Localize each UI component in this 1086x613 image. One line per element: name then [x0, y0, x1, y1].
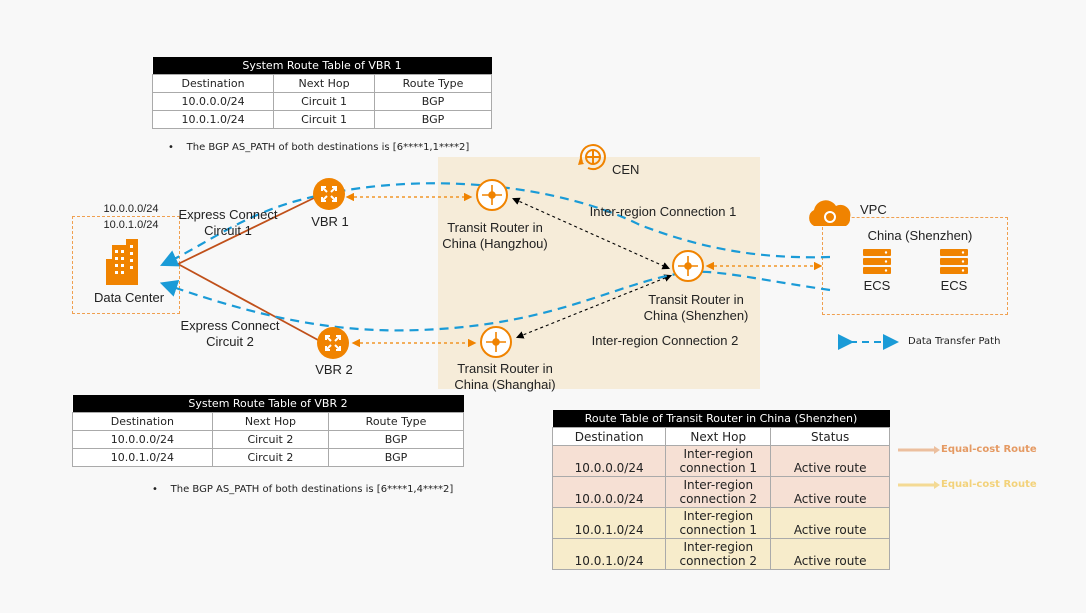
cell: 10.0.0.0/24	[551, 445, 667, 477]
cell: Active route	[770, 445, 890, 477]
cell: BGP	[374, 92, 492, 111]
circuit-2-line	[177, 263, 319, 341]
column-header: Next Hop	[665, 427, 772, 446]
cell: 10.0.0.0/24	[72, 430, 213, 449]
legend-equal-cost-2: Equal-cost Route	[941, 479, 1037, 490]
vbr1-label: VBR 1	[311, 214, 349, 229]
region-label: China (Shenzhen)	[867, 228, 973, 243]
legend-equal-cost-1: Equal-cost Route	[941, 444, 1037, 455]
cell: BGP	[374, 110, 492, 129]
cell: Circuit 1	[273, 110, 376, 129]
tr-shanghai-label-line2: China (Shanghai)	[454, 377, 556, 392]
tr-shanghai-label-line1: Transit Router in	[457, 361, 553, 376]
ecs-icon	[940, 249, 968, 275]
table-caption: System Route Table of VBR 1	[152, 57, 492, 75]
dc-ip-2: 10.0.1.0/24	[103, 219, 159, 231]
tr-shenzhen-label-line2: China (Shenzhen)	[643, 308, 749, 323]
column-header: Destination	[72, 412, 213, 431]
legend-data-path: Data Transfer Path	[908, 336, 1001, 347]
cell: Active route	[770, 538, 890, 570]
vbr2-icon	[317, 327, 349, 359]
vbr2-route-table: System Route Table of VBR 2 Destination …	[72, 395, 464, 467]
vpc-cloud-icon	[804, 198, 856, 230]
column-header: Status	[770, 427, 890, 446]
column-header: Next Hop	[211, 412, 330, 431]
cen-label: CEN	[612, 162, 640, 177]
table-row: 10.0.1.0/24 Inter-region connection 2 Ac…	[551, 538, 890, 570]
table-row: 10.0.0.0/24 Circuit 1 BGP	[151, 92, 492, 111]
tr-hangzhou-label-line1: Transit Router in	[447, 220, 543, 235]
cell: Inter-region connection 1	[665, 445, 772, 477]
irc1-label: Inter-region Connection 1	[589, 204, 737, 219]
note-text: The BGP AS_PATH of both destinations is …	[170, 484, 454, 495]
ecs-label: ECS	[940, 278, 968, 293]
ecs-label: ECS	[863, 278, 891, 293]
table-caption: System Route Table of VBR 2	[72, 395, 464, 413]
cell: Active route	[770, 507, 890, 539]
vbr2-label: VBR 2	[315, 362, 353, 377]
vbr2-note: • The BGP AS_PATH of both destinations i…	[152, 484, 454, 495]
data-center-label: Data Center	[93, 290, 165, 305]
note-text: The BGP AS_PATH of both destinations is …	[186, 142, 470, 153]
cell: 10.0.1.0/24	[72, 448, 213, 467]
transit-router-shenzhen-icon	[672, 250, 704, 282]
ec1-label-line2: Circuit 1	[204, 223, 252, 238]
vbr1-route-table: System Route Table of VBR 1 Destination …	[151, 57, 492, 129]
tr-shenzhen-label-line1: Transit Router in	[648, 292, 744, 307]
column-header: Route Type	[328, 412, 464, 431]
table-caption: Route Table of Transit Router in China (…	[552, 410, 890, 428]
transit-router-route-table: Route Table of Transit Router in China (…	[551, 410, 890, 570]
cell: Circuit 2	[211, 448, 330, 467]
data-center-icon	[106, 237, 146, 285]
ec2-label-line2: Circuit 2	[206, 334, 254, 349]
column-header: Next Hop	[273, 74, 376, 93]
table-row: 10.0.1.0/24 Inter-region connection 1 Ac…	[551, 507, 890, 539]
cell: 10.0.0.0/24	[151, 92, 275, 111]
cell: 10.0.1.0/24	[151, 110, 275, 129]
cell: Circuit 2	[211, 430, 330, 449]
cell: Inter-region connection 2	[665, 476, 772, 508]
vpc-box	[822, 217, 1008, 315]
irc2-label: Inter-region Connection 2	[591, 333, 739, 348]
cell: BGP	[328, 430, 464, 449]
cell: 10.0.0.0/24	[551, 476, 667, 508]
column-header: Destination	[151, 74, 275, 93]
vbr1-note: • The BGP AS_PATH of both destinations i…	[168, 142, 470, 153]
transit-router-hangzhou-icon	[476, 179, 508, 211]
transit-router-shanghai-icon	[480, 326, 512, 358]
cell: 10.0.1.0/24	[551, 507, 667, 539]
cell: BGP	[328, 448, 464, 467]
vpc-label: VPC	[860, 202, 887, 217]
ec2-label-line1: Express Connect	[180, 318, 280, 333]
cell: Circuit 1	[273, 92, 376, 111]
dc-ip-1: 10.0.0.0/24	[103, 203, 159, 215]
ec1-label-line1: Express Connect	[178, 207, 278, 222]
column-header: Route Type	[374, 74, 492, 93]
table-row: 10.0.0.0/24 Inter-region connection 1 Ac…	[551, 445, 890, 477]
vbr1-icon	[313, 178, 345, 210]
column-header: Destination	[551, 427, 667, 446]
cell: Inter-region connection 2	[665, 538, 772, 570]
table-row: 10.0.0.0/24 Inter-region connection 2 Ac…	[551, 476, 890, 508]
ecs-icon	[863, 249, 891, 275]
table-row: 10.0.1.0/24 Circuit 1 BGP	[151, 110, 492, 129]
cell: 10.0.1.0/24	[551, 538, 667, 570]
cen-icon	[576, 140, 610, 174]
cell: Inter-region connection 1	[665, 507, 772, 539]
table-row: 10.0.1.0/24 Circuit 2 BGP	[72, 448, 464, 467]
tr-hangzhou-label-line2: China (Hangzhou)	[442, 236, 548, 251]
table-row: 10.0.0.0/24 Circuit 2 BGP	[72, 430, 464, 449]
circuit-1-line	[177, 197, 315, 265]
cell: Active route	[770, 476, 890, 508]
